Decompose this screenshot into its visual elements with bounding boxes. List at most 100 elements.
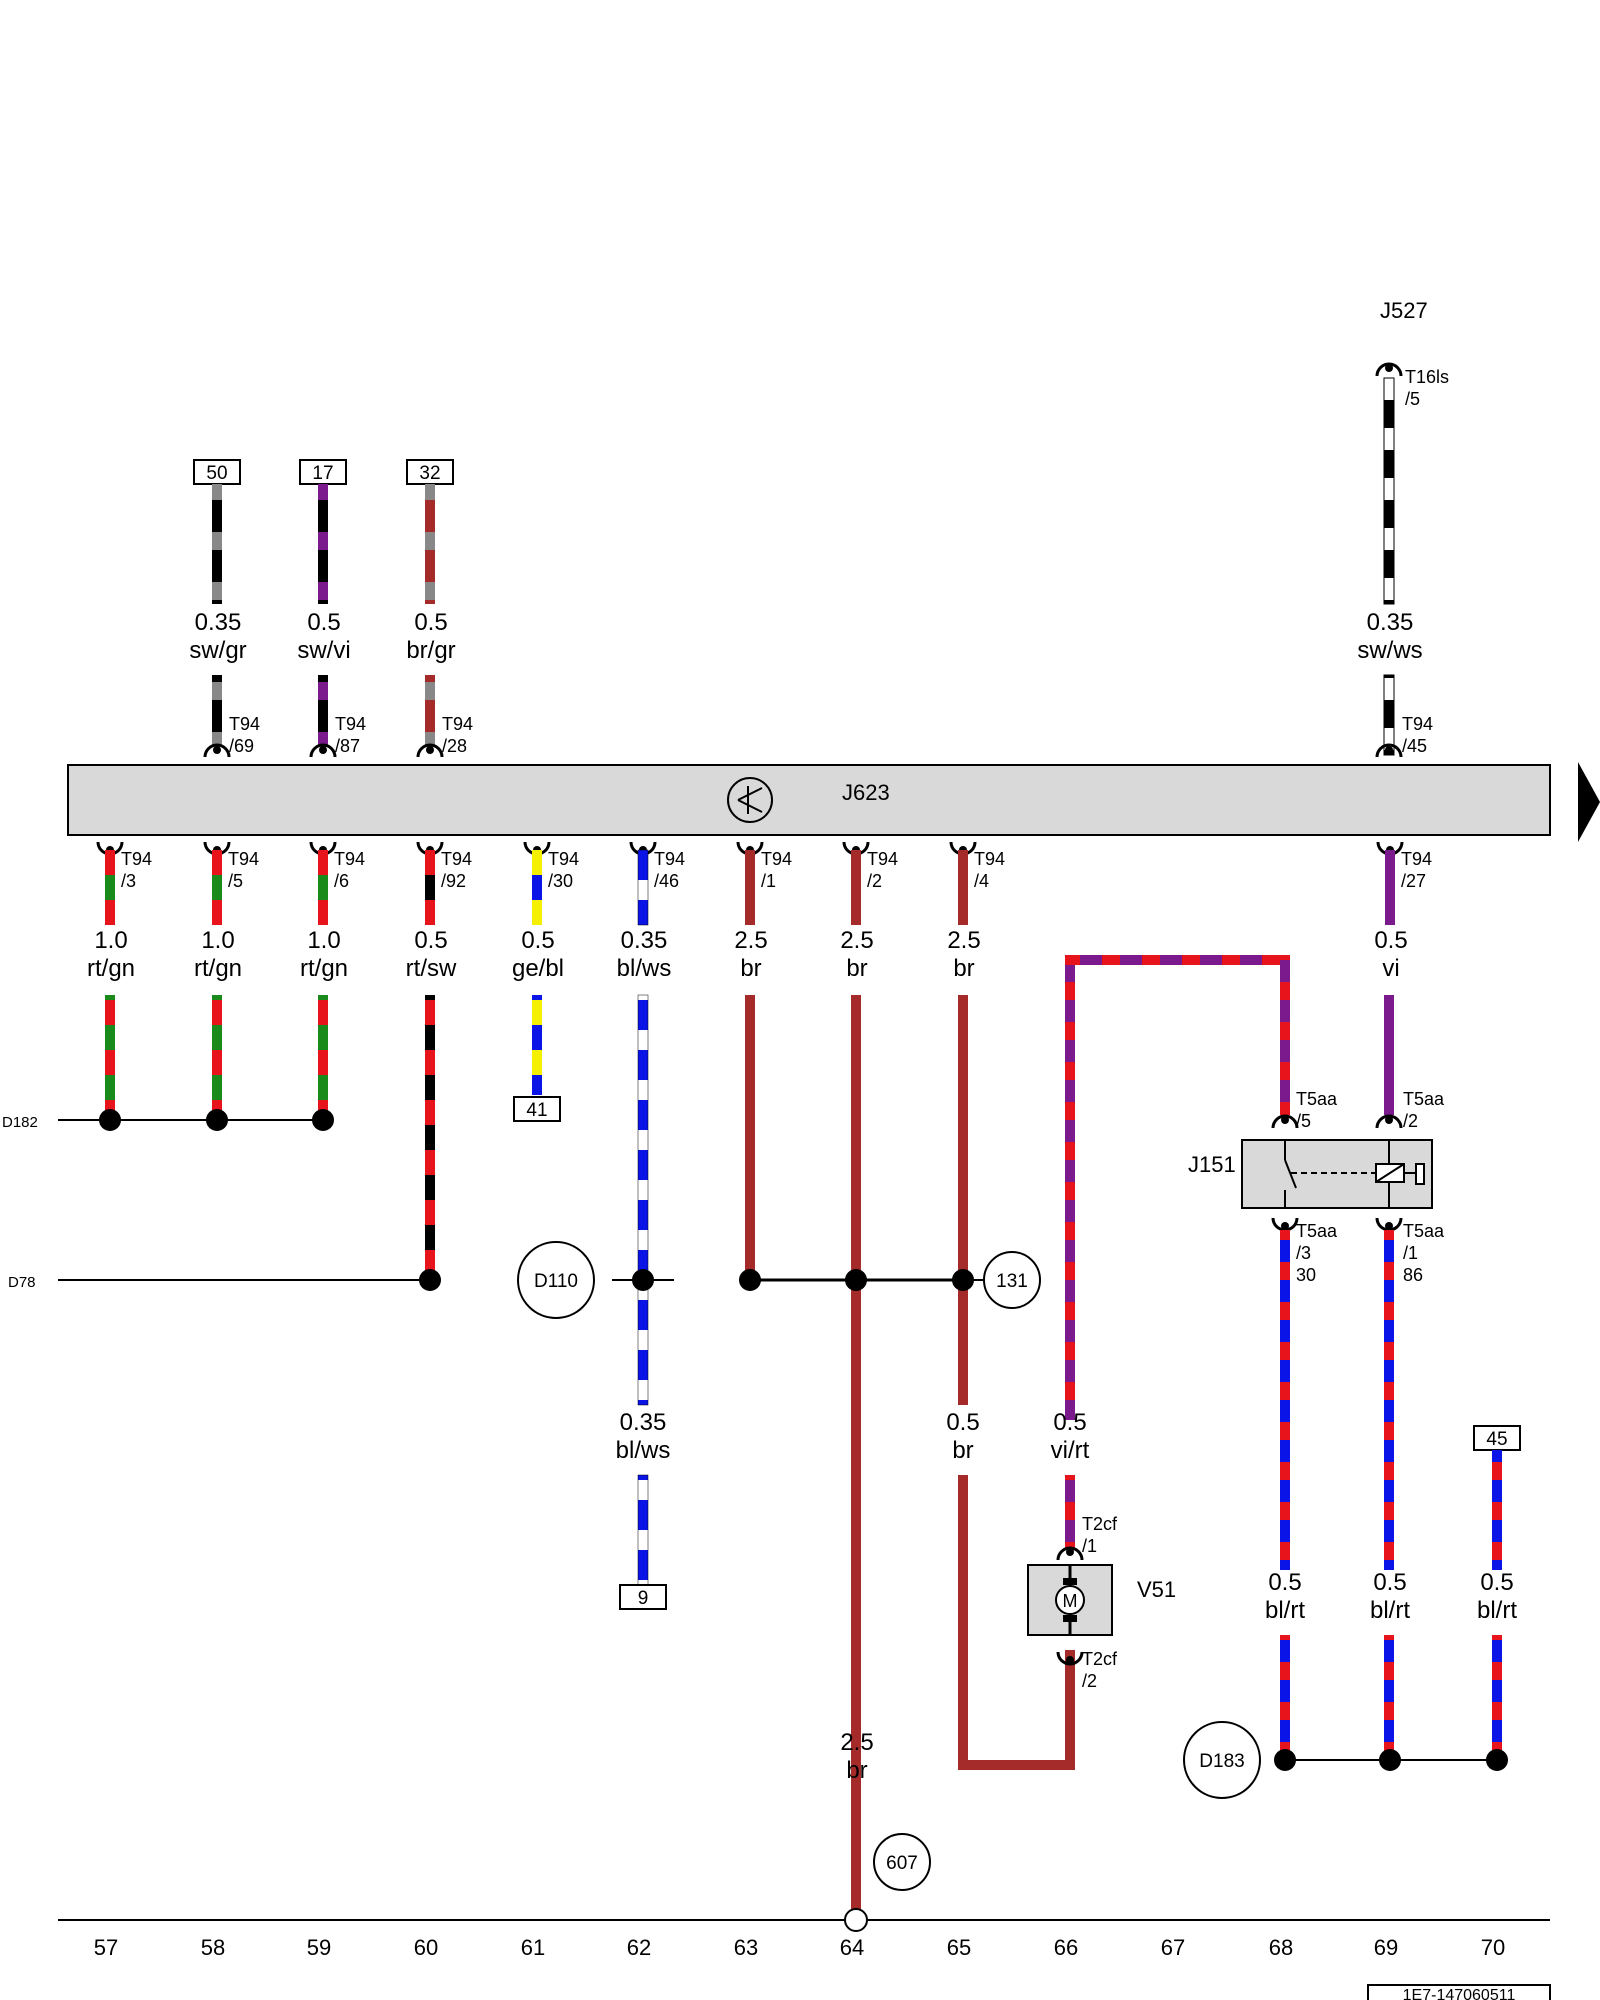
v51-label: V51 bbox=[1137, 1577, 1176, 1602]
pin-w57a: T94/3 bbox=[121, 849, 152, 891]
wire-66-to-relay bbox=[1280, 955, 1290, 1115]
wire-v51-return bbox=[1065, 1650, 1075, 1770]
wire-69-size: 0.5 bbox=[1373, 1569, 1406, 1596]
wire-62-lower bbox=[637, 994, 649, 1406]
column-58: 58 bbox=[201, 1935, 225, 1960]
bus-d78-label: D78 bbox=[8, 1274, 36, 1291]
connector-t5aa-5 bbox=[1271, 1114, 1299, 1129]
splice-62 bbox=[632, 1269, 654, 1291]
splice-58 bbox=[206, 1109, 228, 1131]
pin-w59a: T94/6 bbox=[334, 849, 365, 891]
pin-t16ls-5: T16ls/5 bbox=[1405, 367, 1449, 409]
wire-66-to-v51 bbox=[1065, 1475, 1075, 1550]
splice-68 bbox=[1274, 1749, 1296, 1771]
wire-68-upper bbox=[1280, 1230, 1290, 1570]
svg-text:131: 131 bbox=[996, 1271, 1028, 1292]
splice-63 bbox=[739, 1269, 761, 1291]
column-59: 59 bbox=[307, 1935, 331, 1960]
wire-69-color: bl/rt bbox=[1370, 1597, 1410, 1624]
wire-w65a-color: br bbox=[953, 955, 974, 982]
pin-t2cf-2: T2cf/2 bbox=[1082, 1649, 1118, 1691]
splice-59 bbox=[312, 1109, 334, 1131]
wire-68-lower bbox=[1280, 1635, 1290, 1760]
wire-w64a-segment bbox=[851, 850, 861, 925]
wire-68-size: 0.5 bbox=[1268, 1569, 1301, 1596]
wire-66-horizontal bbox=[1065, 955, 1290, 965]
wire-61-lower bbox=[532, 995, 542, 1095]
column-68: 68 bbox=[1269, 1935, 1293, 1960]
wire-70-size: 0.5 bbox=[1480, 1569, 1513, 1596]
connector-top-1 bbox=[309, 743, 337, 758]
column-57: 57 bbox=[94, 1935, 118, 1960]
footer-code: 1E7-147060511 bbox=[1403, 1987, 1516, 2000]
wire-66-vertical bbox=[1065, 955, 1075, 1420]
ecu-top-connectors bbox=[203, 743, 1403, 758]
wire-w62a-color: bl/ws bbox=[617, 955, 672, 982]
ref-box-17: 17 bbox=[299, 459, 347, 485]
svg-text:D110: D110 bbox=[534, 1271, 578, 1292]
pin-t94-87: T94/87 bbox=[335, 714, 366, 756]
svg-text:9: 9 bbox=[638, 1588, 649, 1609]
wire-59-top-color: sw/vi bbox=[297, 637, 350, 664]
column-66: 66 bbox=[1054, 1935, 1078, 1960]
pin-t94-28: T94/28 bbox=[442, 714, 473, 756]
wire-w62a-size: 0.35 bbox=[621, 927, 668, 954]
wire-w69a-segment bbox=[1385, 850, 1395, 925]
ref-box-41: 41 bbox=[513, 1096, 561, 1122]
wire-w57a-segment bbox=[105, 850, 115, 925]
wire-66-size: 0.5 bbox=[1053, 1409, 1086, 1436]
ref-box-50: 50 bbox=[193, 459, 241, 485]
column-60: 60 bbox=[414, 1935, 438, 1960]
pin-t5aa-2: T5aa/2 bbox=[1403, 1089, 1445, 1131]
pin-w62a: T94/46 bbox=[654, 849, 685, 891]
wire-w58a-color: rt/gn bbox=[194, 955, 242, 982]
svg-text:45: 45 bbox=[1486, 1429, 1507, 1450]
wire-60-top-color: br/gr bbox=[406, 637, 455, 664]
column-61: 61 bbox=[521, 1935, 545, 1960]
wire-65-to-v51 bbox=[958, 1760, 1075, 1770]
wire-w65a-size: 2.5 bbox=[947, 927, 980, 954]
pin-w63a: T94/1 bbox=[761, 849, 792, 891]
wire-59-top-upper bbox=[318, 484, 328, 604]
bus-d182-label: D182 bbox=[2, 1114, 38, 1131]
continue-arrow-icon bbox=[1578, 762, 1600, 842]
column-64: 64 bbox=[840, 1935, 864, 1960]
wire-60-top-size: 0.5 bbox=[414, 609, 447, 636]
wire-58-top-upper bbox=[212, 484, 222, 604]
wire-65-bottom bbox=[958, 1475, 968, 1770]
wire-w59a-color: rt/gn bbox=[300, 955, 348, 982]
ground-point-607: 607 bbox=[873, 1833, 931, 1891]
pin-w58a: T94/5 bbox=[228, 849, 259, 891]
wire-69-top-lower bbox=[1383, 674, 1395, 756]
connector-top-3 bbox=[1375, 743, 1403, 758]
splice-57 bbox=[99, 1109, 121, 1131]
wire-69-upper bbox=[1384, 1230, 1394, 1570]
wire-58-lower bbox=[212, 995, 222, 1120]
wire-60-top-upper bbox=[425, 484, 435, 604]
wire-65-lower-color: br bbox=[952, 1437, 973, 1464]
wire-w65a-segment bbox=[958, 850, 968, 925]
wire-64-lower-color: br bbox=[846, 1757, 867, 1784]
wire-58-top-color: sw/gr bbox=[189, 637, 246, 664]
wire-w57a-color: rt/gn bbox=[87, 955, 135, 982]
wire-w69a-color: vi bbox=[1382, 955, 1399, 982]
ground-point-d110: D110 bbox=[517, 1241, 595, 1319]
connector-t16ls-5 bbox=[1375, 362, 1403, 377]
ground-point-d183: D183 bbox=[1183, 1721, 1261, 1799]
wire-62-bottom bbox=[637, 1474, 649, 1586]
pin-w65a: T94/4 bbox=[974, 849, 1005, 891]
motor-icon: M bbox=[1055, 1565, 1085, 1635]
splice-69 bbox=[1379, 1749, 1401, 1771]
svg-text:32: 32 bbox=[419, 463, 440, 484]
wire-59-lower bbox=[318, 995, 328, 1120]
pin-w60a: T94/92 bbox=[441, 849, 472, 891]
wire-69-top-color: sw/ws bbox=[1357, 637, 1422, 664]
column-62: 62 bbox=[627, 1935, 651, 1960]
j527-label: J527 bbox=[1380, 298, 1428, 323]
connector-t5aa-2 bbox=[1375, 1114, 1403, 1129]
column-69: 69 bbox=[1374, 1935, 1398, 1960]
wire-69-top-size: 0.35 bbox=[1367, 609, 1414, 636]
ecu-symbol-icon bbox=[727, 777, 773, 823]
wire-70-color: bl/rt bbox=[1477, 1597, 1517, 1624]
